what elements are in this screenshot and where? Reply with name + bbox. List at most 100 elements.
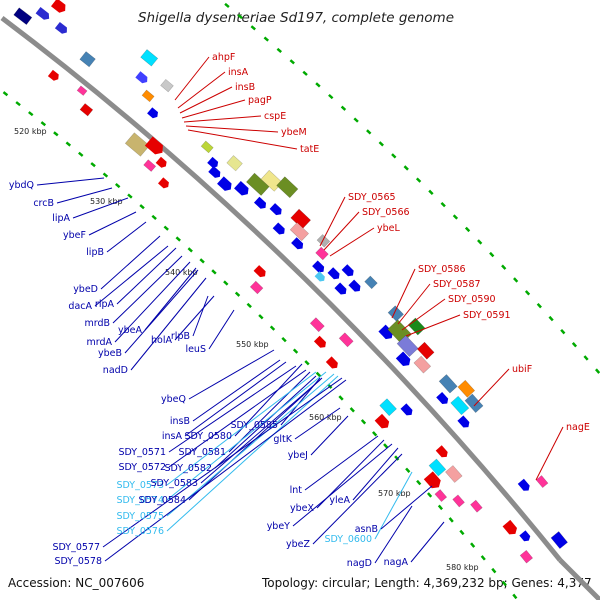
- gene-arrow: [457, 415, 470, 428]
- gene-block-shape: [76, 85, 88, 96]
- gc-mark: [139, 204, 145, 210]
- gene-labels: ahpFinsAinsBpagPcspEybeMtatESDY_0565SDY_…: [9, 52, 590, 569]
- gc-mark: [78, 151, 84, 157]
- gene-arrow-shape: [35, 7, 50, 20]
- gene-label: SDY_0573: [116, 480, 164, 491]
- label-leader-line: [88, 211, 137, 236]
- gene-block: [450, 395, 470, 416]
- gene-arrow: [147, 107, 158, 119]
- label-leader-line: [319, 196, 346, 247]
- gene-block-shape: [13, 7, 33, 25]
- label-leader-line: [535, 426, 564, 481]
- gene-arrow-shape: [234, 180, 249, 196]
- gc-mark: [15, 101, 21, 107]
- gc-mark: [415, 177, 422, 183]
- gene-arrow: [378, 324, 393, 340]
- gene-arrow: [517, 478, 530, 491]
- label-leader-line: [391, 268, 416, 319]
- gc-mark: [426, 492, 433, 498]
- gene-arrow-shape: [395, 351, 411, 366]
- gene-label: ybeF: [63, 230, 86, 241]
- gene-arrow-shape: [47, 69, 59, 81]
- gene-arrow: [341, 264, 354, 277]
- label-leader-line: [185, 125, 279, 133]
- gene-label: ybeB: [98, 348, 122, 359]
- gene-block: [379, 398, 397, 417]
- gc-mark: [246, 302, 252, 309]
- gene-arrow: [436, 391, 449, 405]
- gc-mark: [480, 555, 486, 561]
- gene-arrow-shape: [374, 413, 390, 429]
- gene-block-shape: [550, 531, 568, 550]
- gc-mark: [281, 336, 287, 343]
- gene-arrow-shape: [378, 324, 393, 340]
- gene-label: lnt: [290, 485, 303, 496]
- gene-block: [434, 489, 448, 503]
- gene-arrow-shape: [269, 203, 282, 216]
- label-leader-line: [374, 505, 413, 564]
- label-leader-line: [410, 521, 445, 563]
- label-leader-line: [183, 115, 262, 123]
- gene-features: [13, 0, 568, 564]
- gc-mark: [263, 36, 270, 42]
- label-leader-line: [187, 129, 298, 150]
- gene-arrow-shape: [51, 0, 66, 13]
- gene-label: SDY_0565: [348, 192, 396, 203]
- label-leader-line: [166, 371, 327, 501]
- label-leader-line: [100, 235, 161, 290]
- gene-block: [445, 465, 463, 483]
- kbp-label-550: 550 kbp: [236, 340, 269, 349]
- gc-mark: [28, 111, 34, 117]
- gene-arrow-shape: [435, 445, 448, 458]
- gene-label: ybeM: [281, 127, 307, 138]
- gene-block-shape: [124, 132, 150, 157]
- gene-label: pagP: [248, 95, 272, 106]
- gc-mark: [405, 467, 411, 473]
- gene-arrow-shape: [135, 71, 148, 84]
- label-leader-line: [188, 349, 275, 400]
- gene-label: ubiF: [512, 364, 532, 375]
- gc-mark: [501, 264, 507, 270]
- gene-label: gltK: [273, 434, 292, 445]
- gc-mark: [292, 348, 299, 354]
- gene-arrow-shape: [217, 176, 232, 191]
- gc-mark: [372, 431, 378, 437]
- gene-label: SDY_0578: [54, 556, 102, 567]
- gene-block: [13, 7, 33, 25]
- label-leader-line: [179, 86, 233, 114]
- gene-arrow-shape: [327, 267, 340, 280]
- gc-mark: [489, 251, 495, 258]
- gene-block-shape: [79, 51, 96, 68]
- gc-mark: [276, 47, 283, 53]
- gene-label: lipA: [52, 213, 70, 224]
- gc-mark: [448, 517, 454, 523]
- gene-label: mrdB: [84, 318, 110, 329]
- gc-mark: [394, 455, 400, 461]
- gene-label: ybdQ: [9, 180, 34, 191]
- label-leader-line: [292, 443, 393, 527]
- gene-arrow-shape: [400, 403, 413, 416]
- label-leader-line: [102, 377, 343, 548]
- gene-label: SDY_0580: [184, 431, 232, 442]
- label-leader-line: [181, 99, 246, 119]
- gene-block: [470, 499, 483, 513]
- gene-block: [309, 317, 325, 333]
- gc-mark: [383, 443, 389, 449]
- gene-arrow: [435, 445, 448, 458]
- gene-label: nagE: [566, 422, 590, 433]
- label-leader-line: [294, 407, 341, 440]
- label-leader-line: [72, 197, 129, 219]
- gene-arrow: [313, 335, 326, 348]
- gene-label: SDY_0586: [418, 264, 466, 275]
- gene-label: lipB: [86, 247, 104, 258]
- gc-mark: [289, 59, 295, 65]
- gene-block: [428, 458, 447, 477]
- gene-label: ybeY: [267, 521, 290, 532]
- gene-label: SDY_0585: [230, 420, 278, 431]
- gene-block: [396, 334, 419, 358]
- gene-arrow-shape: [325, 356, 338, 369]
- kbp-label-520: 520 kbp: [14, 127, 47, 136]
- gc-mark: [224, 2, 230, 9]
- label-leader-line: [114, 261, 191, 343]
- gene-label: ahpF: [212, 52, 235, 63]
